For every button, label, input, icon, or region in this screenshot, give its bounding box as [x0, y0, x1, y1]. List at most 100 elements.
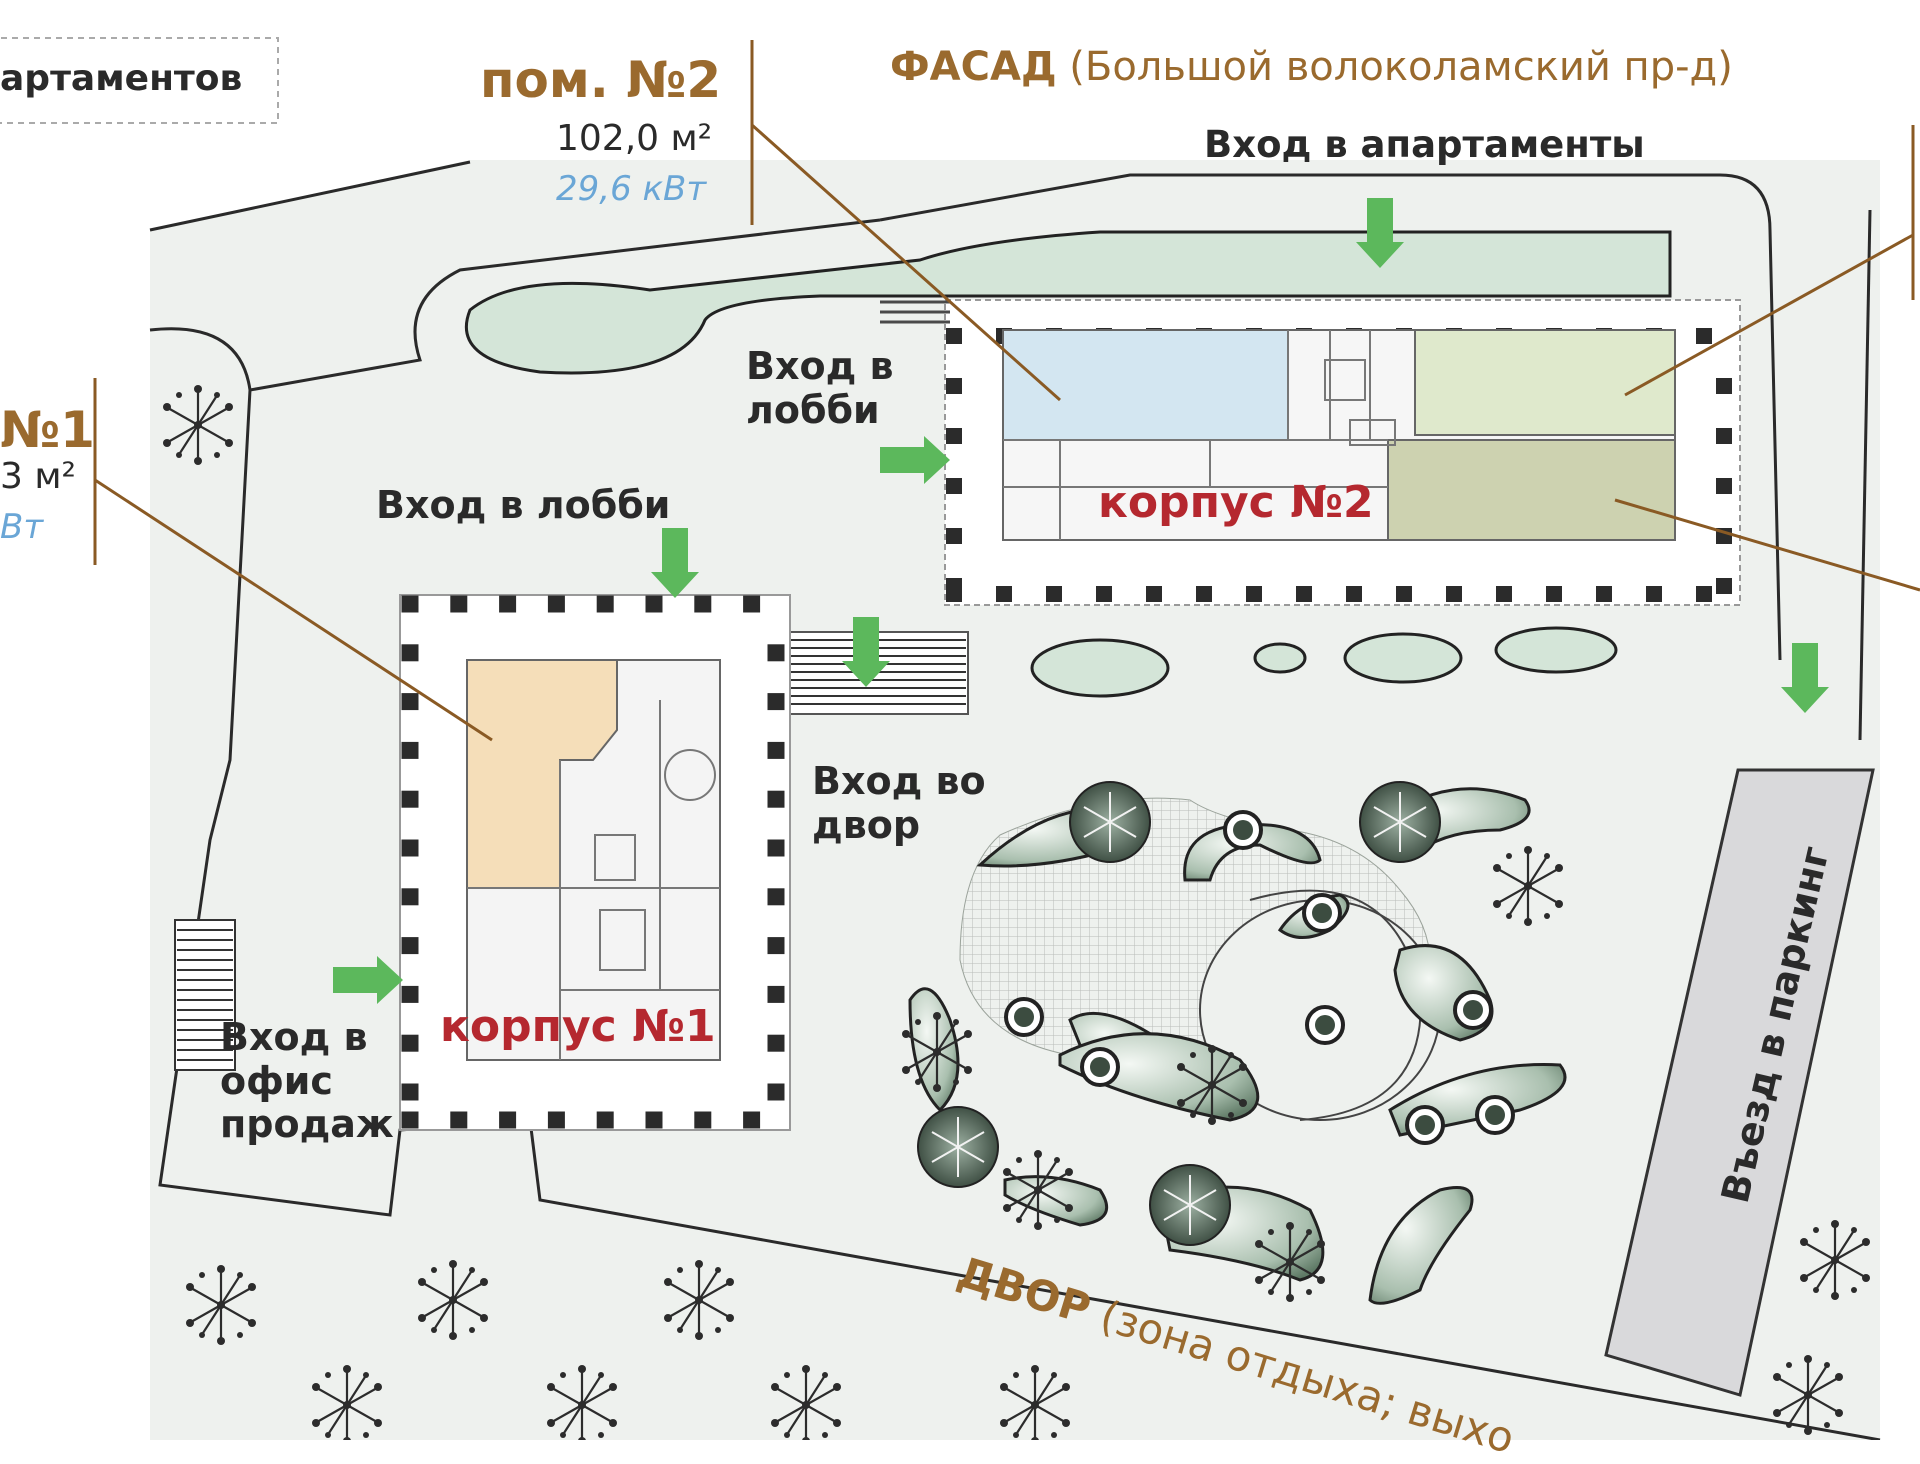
parking-ramp [1604, 768, 1875, 1397]
facade-title: ФАСАД [890, 44, 1057, 90]
entrance-sales-line1: Вход в [220, 1015, 368, 1059]
column [401, 839, 419, 857]
column [767, 1083, 785, 1101]
column [547, 1111, 565, 1129]
building-1-label: корпус №1 [440, 1001, 716, 1052]
column [996, 586, 1012, 602]
column [946, 378, 962, 394]
column [767, 741, 785, 759]
room-1-title: №1 [0, 401, 95, 459]
entrance-sales-line3: продаж [220, 1102, 394, 1147]
leader-lines [93, 40, 1920, 742]
column [1716, 478, 1732, 494]
room-2-blue [1002, 329, 1289, 441]
column [946, 578, 962, 594]
column [767, 693, 785, 711]
column [767, 985, 785, 1003]
column [694, 1111, 712, 1129]
facade-street: (Большой волоколамский пр-д) [1069, 44, 1733, 90]
tree-icon [1223, 810, 1263, 850]
column [401, 1111, 419, 1129]
column [401, 790, 419, 808]
column [743, 1111, 761, 1129]
entrance-yard-label: Вход во двор [812, 759, 986, 847]
column [946, 328, 962, 344]
column [450, 595, 468, 613]
column [946, 478, 962, 494]
column [767, 1034, 785, 1052]
column [1716, 578, 1732, 594]
column [1096, 586, 1112, 602]
entrance-yard-line1: Вход во [812, 759, 986, 803]
column [1396, 586, 1412, 602]
entrance-sales-line2: офис [220, 1058, 333, 1103]
column [596, 1111, 614, 1129]
column [499, 595, 517, 613]
room-1-area: 3 м² [0, 456, 76, 497]
column [547, 595, 565, 613]
building-2-label: корпус №2 [1098, 477, 1374, 528]
building-1-plan [466, 659, 721, 1061]
apartments-box [0, 37, 279, 124]
entrance-yard-line2: двор [812, 802, 921, 847]
column [1296, 586, 1312, 602]
building-2-plan [880, 300, 1676, 541]
tree-icon [1069, 781, 1151, 863]
column [1716, 428, 1732, 444]
room-2-area: 102,0 м² [556, 118, 713, 159]
column [1196, 586, 1212, 602]
tree-icon [917, 1106, 999, 1188]
column [1646, 586, 1662, 602]
tree-icon [1359, 781, 1441, 863]
column [1446, 586, 1462, 602]
room-2-title: пом. №2 [480, 51, 722, 109]
entrance-lobby-2-line1: Вход в [746, 344, 894, 388]
column [1146, 586, 1162, 602]
room-1-power: Вт [0, 507, 44, 547]
entrance-sales-label: Вход в офис продаж [220, 1015, 394, 1147]
column [1596, 586, 1612, 602]
column [1696, 586, 1712, 602]
column [767, 888, 785, 906]
entrance-lobby-1-label: Вход в лобби [376, 483, 671, 527]
column [767, 644, 785, 662]
column [1496, 586, 1512, 602]
tree-icon [1475, 1095, 1515, 1135]
column [645, 595, 663, 613]
column [1546, 586, 1562, 602]
column [645, 1111, 663, 1129]
entrance-lobby-2-line2: лобби [746, 387, 880, 432]
column [401, 1083, 419, 1101]
column [401, 985, 419, 1003]
tree-icon [1305, 1005, 1345, 1045]
column [767, 790, 785, 808]
column [694, 595, 712, 613]
column [1246, 586, 1262, 602]
column [946, 528, 962, 544]
column [743, 595, 761, 613]
column [596, 595, 614, 613]
facade-lawn [464, 230, 1672, 375]
tree-icon [1004, 997, 1044, 1037]
tree-icon [1302, 893, 1342, 933]
lawn-islands [1030, 626, 1618, 698]
entrance-apartments-label: Вход в апартаменты [1204, 123, 1645, 166]
column [1716, 378, 1732, 394]
facade-heading: ФАСАД (Большой волоколамский пр-д) [890, 44, 1733, 90]
column [401, 693, 419, 711]
column [401, 1034, 419, 1052]
column [401, 888, 419, 906]
tree-icon [1405, 1105, 1445, 1145]
column [401, 644, 419, 662]
tree-icon [1149, 1164, 1231, 1246]
column [1346, 586, 1362, 602]
tree-icon [1453, 990, 1493, 1030]
column [499, 1111, 517, 1129]
room-olive [1387, 439, 1676, 541]
room-2-power: 29,6 кВт [556, 169, 707, 209]
column [1696, 328, 1712, 344]
sales-office-stairs [174, 919, 236, 1071]
column [767, 839, 785, 857]
column [401, 937, 419, 955]
